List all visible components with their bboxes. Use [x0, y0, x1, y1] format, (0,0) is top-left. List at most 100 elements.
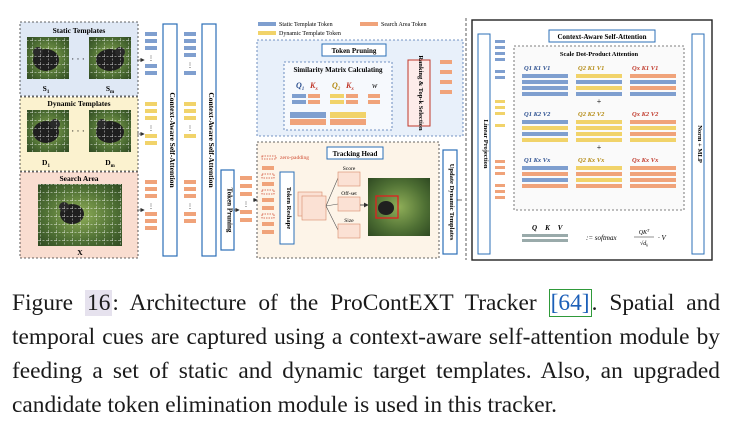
qkv-label: Q1 Kx Vx	[524, 157, 551, 164]
static-templates-panel: Static Templates · · · S1 Sm	[19, 21, 139, 97]
qkv-token-bar	[522, 126, 568, 130]
static-template-image-last	[89, 37, 131, 79]
qkv-block: Q1 Kx Vx	[522, 157, 568, 188]
qkv-block: Qx Kx Vx	[630, 157, 676, 188]
size-label: Size	[344, 218, 354, 224]
svg-text:Q1: Q1	[296, 81, 304, 92]
qkv-label: Qx K1 V1	[632, 65, 658, 72]
svg-text:Update Dynamic Templates: Update Dynamic Templates	[448, 164, 455, 241]
dynamic-templates-panel: Dynamic Templates · · · D1 Dm	[19, 96, 139, 172]
svg-text:Kx: Kx	[309, 81, 318, 92]
qkv-grid: Q1 K1 V1 Q2 K1 V1 Qx K1 V1 + Q1 K2 V2 Q2 K2 V…	[522, 65, 676, 188]
qkv-token-bar	[630, 80, 676, 84]
qkv-block: Qx K1 V1	[630, 65, 676, 96]
qkv-label: Q1 K1 V1	[524, 65, 550, 72]
qkv-token-bar	[576, 80, 622, 84]
attention-title: Context-Aware Self-Attention	[558, 33, 647, 41]
update-dynamic-block: Update Dynamic Templates	[442, 149, 458, 255]
svg-text:⋮: ⋮	[187, 126, 193, 132]
svg-text:Token Pruning: Token Pruning	[226, 188, 234, 233]
static-last-label: S	[106, 84, 110, 93]
qkv-token-bar	[522, 178, 568, 182]
qkv-label: Q2 Kx Vx	[578, 157, 605, 164]
qkv-token-bar	[522, 92, 568, 96]
qkv-token-bar	[576, 166, 622, 170]
token-pruning-panel: Token Pruning Similarity Matrix Calculat…	[256, 39, 464, 137]
svg-text:⋮: ⋮	[187, 63, 193, 69]
svg-text:QKV: QKV	[532, 224, 564, 232]
svg-text:Sm: Sm	[106, 84, 115, 95]
qkv-label: Q2 K2 V2	[578, 111, 605, 118]
tracking-head-panel: Tracking Head zero-padding Token Reshape…	[256, 141, 440, 259]
input-token-column: ⋮ ⋮ ⋮	[145, 32, 157, 230]
linear-projection-label: Linear Projection	[482, 119, 489, 168]
qkv-token-bar	[630, 172, 676, 176]
svg-text:√dk: √dk	[640, 240, 648, 248]
svg-text:Q2: Q2	[332, 81, 341, 92]
qkv-label: Q2 K1 V1	[578, 65, 604, 72]
offset-label: Off-set	[341, 190, 357, 197]
svg-text:QKT: QKT	[639, 228, 650, 236]
static-templates-title: Static Templates	[53, 26, 106, 35]
svg-text:· · ·: · · ·	[71, 126, 85, 136]
qkv-block: Qx K2 V2	[630, 111, 676, 142]
caption-citation-link[interactable]: [64]	[548, 289, 592, 317]
qkv-token-bar	[522, 74, 568, 78]
architecture-figure: Static Templates · · · S1 Sm Dynamic Tem…	[19, 18, 713, 261]
qkv-block: Q2 K1 V1	[576, 65, 622, 96]
svg-text:w: w	[372, 81, 378, 90]
qkv-token-bar	[576, 132, 622, 136]
similarity-label: Similarity Matrix Calculating	[293, 66, 383, 74]
norm-mlp-label: Norm + MLP	[696, 125, 703, 163]
legend-dynamic: Dynamic Template Token	[279, 31, 341, 37]
svg-text:D1: D1	[42, 158, 50, 169]
qkv-token-bar	[522, 80, 568, 84]
qkv-token-bar	[576, 120, 622, 124]
dynamic-last-label: D	[105, 158, 111, 167]
qkv-block: Q1 K1 V1	[522, 65, 568, 96]
svg-text:⋮: ⋮	[148, 204, 154, 210]
formula-text: := softmax	[586, 234, 617, 242]
qkv-block: Q2 K2 V2	[576, 111, 622, 142]
context-aware-block: Context-Aware Self-Attention	[162, 23, 178, 257]
attention-detail-panel: Linear Projection Context-Aware Self-Att…	[471, 19, 713, 261]
qkv-token-bar	[576, 184, 622, 188]
scale-dot-label: Scale Dot-Product Attention	[560, 51, 639, 58]
search-area-panel: Search Area X	[19, 171, 139, 259]
qkv-label: Q1 K2 V2	[524, 111, 551, 118]
qkv-token-bar	[576, 172, 622, 176]
qkv-block: Q1 K2 V2	[522, 111, 568, 142]
qkv-token-bar	[630, 120, 676, 124]
svg-text:⋮: ⋮	[187, 204, 193, 210]
score-label: Score	[343, 166, 356, 172]
attended-token-column: ⋮ ⋮ ⋮	[184, 32, 196, 223]
qkv-block: Q2 Kx Vx	[576, 157, 622, 188]
svg-text:⋮: ⋮	[148, 56, 154, 62]
caption-figure-number[interactable]: 16	[85, 290, 113, 316]
qkv-token-bar	[630, 92, 676, 96]
ranking-label: Ranking & Top-k Selection	[417, 55, 424, 131]
legend-static: Static Template Token	[279, 22, 333, 28]
svg-text:S1: S1	[43, 84, 50, 95]
caption-text-1: : Architecture of the ProContEXT Tracker	[112, 290, 549, 316]
svg-text:Context-Aware Self-Attention: Context-Aware Self-Attention	[207, 92, 216, 188]
qkv-label: Qx Kx Vx	[632, 157, 659, 164]
qkv-token-bar	[522, 138, 568, 142]
svg-text:Dm: Dm	[105, 158, 115, 169]
qkv-token-bar	[576, 86, 622, 90]
sum-operator: +	[597, 143, 602, 152]
dynamic-first-label: D	[42, 158, 48, 167]
token-reshape-label: Token Reshape	[285, 187, 292, 229]
qkv-token-bar	[522, 184, 568, 188]
pruning-title: Token Pruning	[332, 47, 377, 55]
qkv-label: Qx K2 V2	[632, 111, 659, 118]
svg-text:· V: · V	[658, 234, 667, 242]
dynamic-template-image-first	[27, 110, 69, 152]
caption-text-2: . Spatial and temporal cues are captured…	[12, 290, 721, 418]
svg-text:Context-Aware Self-Attention: Context-Aware Self-Attention	[168, 92, 177, 188]
svg-text:Kx: Kx	[345, 81, 354, 92]
qkv-token-bar	[630, 132, 676, 136]
qkv-token-bar	[576, 126, 622, 130]
qkv-token-bar	[576, 74, 622, 78]
caption-prefix: Figure	[12, 290, 85, 316]
